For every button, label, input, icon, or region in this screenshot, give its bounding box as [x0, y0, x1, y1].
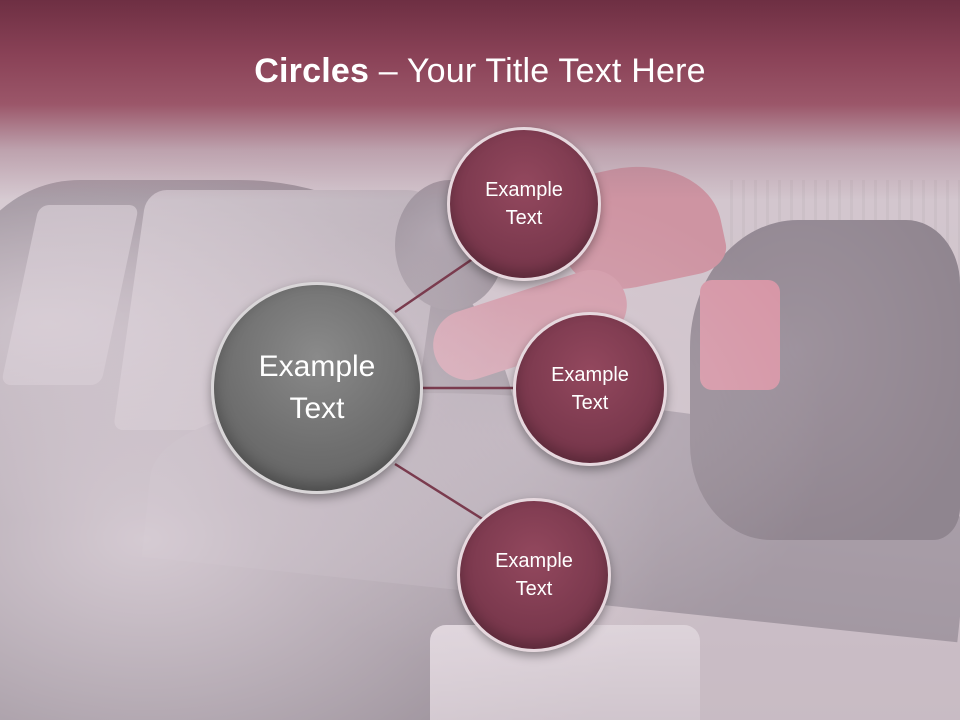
center-circle-label: Example Text — [258, 350, 376, 425]
connector-bottom — [394, 462, 485, 522]
center-circle[interactable]: Example Text — [211, 282, 423, 494]
bottom-circle[interactable]: Example Text — [457, 498, 611, 652]
top-circle-label: Example Text — [485, 179, 563, 229]
bottom-circle-label: Example Text — [495, 550, 573, 600]
middle-circle-label: Example Text — [551, 364, 629, 414]
top-circle[interactable]: Example Text — [447, 127, 601, 281]
middle-circle[interactable]: Example Text — [513, 312, 667, 466]
title-bold-part: Circles — [254, 52, 370, 90]
slide-title: Circles – Your Title Text Here — [0, 52, 960, 91]
connector-top — [394, 256, 475, 314]
title-rest-part: – Your Title Text Here — [369, 52, 706, 90]
